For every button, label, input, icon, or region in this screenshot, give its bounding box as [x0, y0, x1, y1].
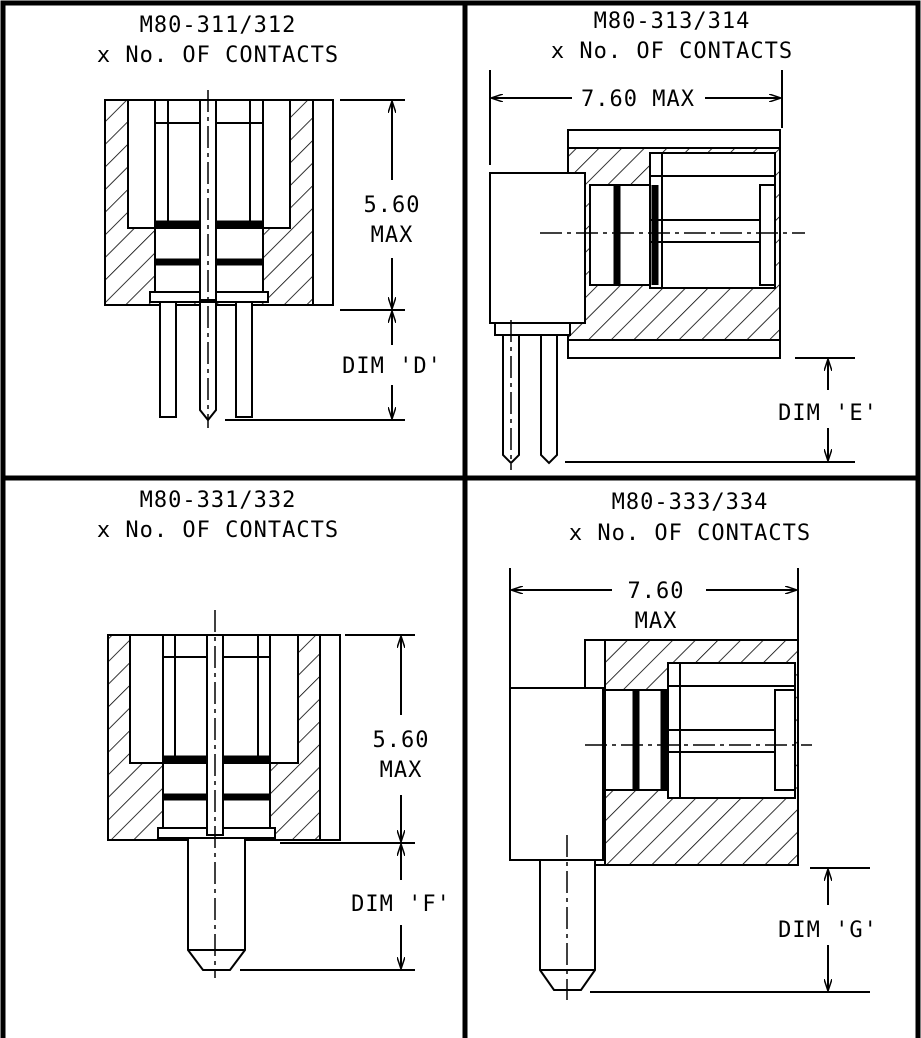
height-max-label: MAX — [371, 223, 414, 248]
height-max-label: MAX — [380, 758, 423, 783]
contacts-label: x No. OF CONTACTS — [551, 39, 793, 64]
contacts-label: x No. OF CONTACTS — [569, 521, 811, 546]
lead-dimension: DIM 'G' — [590, 867, 878, 993]
part-number-label: M80-333/334 — [612, 490, 769, 515]
panel-m80-311-312: M80-311/312 x No. OF CONTACTS — [97, 13, 442, 428]
lead-dimension: DIM 'D' — [225, 312, 442, 421]
dim-d-label: DIM 'D' — [342, 354, 442, 379]
lead-dimension: DIM 'F' — [240, 845, 451, 971]
contacts-label: x No. OF CONTACTS — [97, 43, 339, 68]
width-value: 7.60 — [628, 579, 685, 604]
width-dimension: 7.60 MAX — [509, 568, 799, 690]
height-dimension: 5.60 MAX — [280, 634, 430, 844]
panel-m80-331-332: M80-331/332 x No. OF CONTACTS 5. — [97, 488, 451, 978]
part-number-label: M80-311/312 — [140, 13, 297, 38]
pin — [187, 837, 246, 971]
panel-m80-313-314: M80-313/314 x No. OF CONTACTS 7.60 MAX — [489, 9, 878, 470]
part-number-label: M80-313/314 — [594, 9, 751, 34]
dim-g-label: DIM 'G' — [778, 918, 878, 943]
height-value: 5.60 — [364, 193, 421, 218]
vertical-connector-body — [104, 99, 334, 306]
dim-f-label: DIM 'F' — [351, 892, 451, 917]
height-value: 5.60 — [373, 728, 430, 753]
pins — [159, 301, 253, 422]
right-angle-connector-body — [509, 639, 799, 866]
width-dimension: 7.60 MAX — [489, 70, 783, 165]
lead-dimension: DIM 'E' — [565, 357, 878, 463]
right-angle-connector-body — [489, 129, 781, 359]
contacts-label: x No. OF CONTACTS — [97, 518, 339, 543]
panel-m80-333-334: M80-333/334 x No. OF CONTACTS 7.60 MAX — [509, 490, 878, 1000]
width-value: 7.60 MAX — [581, 87, 695, 112]
height-dimension: 5.60 MAX — [340, 99, 421, 311]
part-number-label: M80-331/332 — [140, 488, 297, 513]
dim-e-label: DIM 'E' — [778, 401, 878, 426]
width-max-label: MAX — [635, 609, 678, 634]
vertical-connector-body — [107, 634, 341, 841]
